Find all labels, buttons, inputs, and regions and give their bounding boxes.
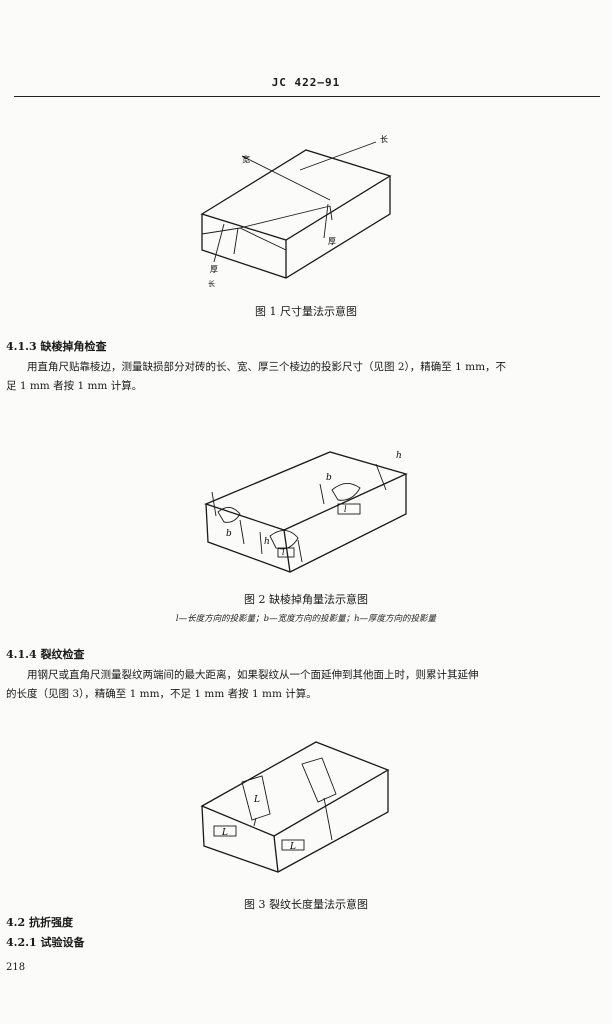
- section-4-2-1-heading: 4.2.1 试验设备: [6, 936, 85, 949]
- fig3-label-l-front: L: [289, 842, 296, 852]
- section-4-1-4-line1: 用钢尺或直角尺测量裂纹两端间的最大距离，如果裂纹从一个面延伸到其他面上时，则累计…: [27, 669, 479, 681]
- figure-1-caption: 图 1 尺寸量法示意图: [255, 305, 357, 318]
- figure-2-brick-diagram: h b l b h l: [204, 451, 408, 573]
- fig2-label-l-bottom: l: [282, 548, 285, 557]
- fig2-label-b-top: b: [326, 473, 332, 483]
- fig2-label-l-top: l: [344, 505, 347, 514]
- section-4-1-4-heading: 4.1.4 裂纹检查: [6, 648, 85, 661]
- section-4-2-heading: 4.2 抗折强度: [6, 916, 73, 929]
- fig1-label-thickness: 厚: [328, 237, 336, 246]
- page-header: JC 422—91: [271, 76, 341, 89]
- fig2-label-h-mid: h: [264, 537, 270, 547]
- fig1-label-thickness-front: 厚: [210, 265, 218, 274]
- figure-1-brick-diagram: 宽 长 厚 厚 长: [200, 134, 392, 288]
- figure-2-caption: 图 2 缺棱掉角量法示意图: [244, 593, 368, 606]
- section-4-1-4-line2: 的长度（见图 3），精确至 1 mm，不足 1 mm 者按 1 mm 计算。: [6, 688, 317, 700]
- section-4-1-3-line2: 足 1 mm 者按 1 mm 计算。: [6, 380, 143, 392]
- fig2-label-b-left: b: [226, 529, 232, 539]
- header-rule: [14, 96, 600, 97]
- fig1-label-width: 宽: [242, 154, 250, 164]
- fig3-label-l-left: L: [221, 828, 228, 838]
- figure-3-caption: 图 3 裂纹长度量法示意图: [244, 898, 368, 911]
- section-4-1-3-heading: 4.1.3 缺棱掉角检查: [6, 340, 107, 353]
- figure-3-brick-diagram: L L L: [200, 741, 390, 873]
- figure-2-note: l—长度方向的投影量；b—宽度方向的投影量；h—厚度方向的投影量: [175, 614, 437, 624]
- section-4-1-3-line1: 用直角尺贴靠棱边，测量缺损部分对砖的长、宽、厚三个棱边的投影尺寸（见图 2），精…: [27, 361, 507, 373]
- fig1-label-length: 长: [380, 134, 388, 144]
- fig2-label-h-top: h: [396, 451, 402, 461]
- fig3-label-l-top: L: [253, 795, 260, 805]
- section-4-1-4-body: 用钢尺或直角尺测量裂纹两端间的最大距离，如果裂纹从一个面延伸到其他面上时，则累计…: [6, 666, 602, 704]
- fig1-label-length-bottom: 长: [208, 279, 215, 288]
- section-4-1-3-body: 用直角尺贴靠棱边，测量缺损部分对砖的长、宽、厚三个棱边的投影尺寸（见图 2），精…: [6, 358, 602, 396]
- page-number: 218: [6, 962, 26, 973]
